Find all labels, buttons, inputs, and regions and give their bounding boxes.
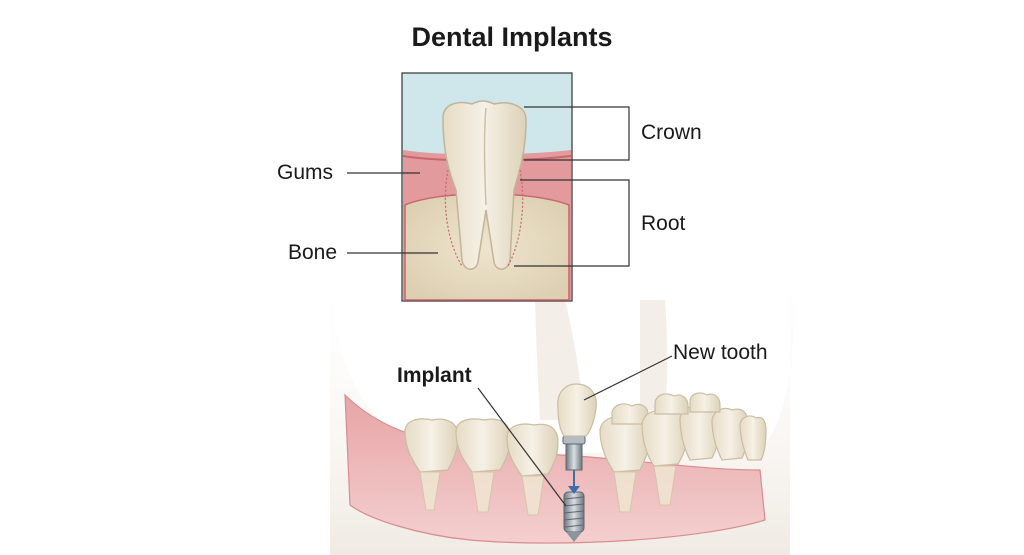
lower-roots bbox=[419, 465, 677, 516]
upper-tooth-shadow-2 bbox=[640, 300, 668, 410]
bone-label: Bone bbox=[288, 241, 338, 264]
leader-lines bbox=[347, 106, 673, 507]
crown-label: Crown bbox=[641, 121, 702, 144]
inset-cross-section bbox=[401, 72, 573, 302]
new-tooth-crown bbox=[557, 383, 597, 437]
root-label: Root bbox=[641, 212, 686, 235]
page-title: Dental Implants bbox=[411, 22, 613, 52]
abutment bbox=[562, 435, 586, 471]
implant-screw bbox=[563, 491, 585, 542]
new-tooth-label: New tooth bbox=[673, 341, 768, 364]
lower-teeth bbox=[404, 392, 767, 477]
implant-label: Implant bbox=[397, 364, 472, 387]
gums-label: Gums bbox=[277, 161, 334, 184]
